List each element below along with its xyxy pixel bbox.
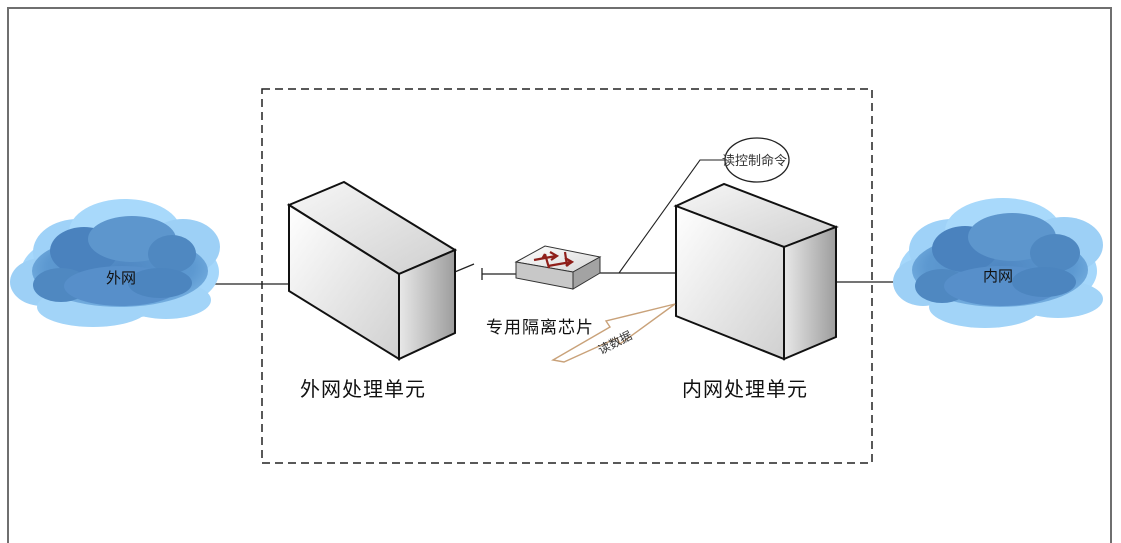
- inner-network-label: 内网: [983, 267, 1014, 285]
- isolation-chip: [514, 245, 602, 290]
- outer-network-cloud: [10, 199, 220, 327]
- control-command-line: [618, 159, 727, 274]
- outer-processing-unit-label: 外网处理单元: [300, 377, 426, 401]
- isolation-boundary: [261, 88, 873, 464]
- isolation-chip-label: 专用隔离芯片: [486, 318, 594, 338]
- outer-processing-unit: [286, 180, 458, 361]
- outer-network-label: 外网: [106, 269, 137, 287]
- control-command-bubble: [724, 137, 790, 183]
- control-command-label: 读控制命令: [722, 154, 788, 169]
- inner-processing-unit: [673, 182, 839, 361]
- switch-arrows-icon: [533, 251, 575, 269]
- inner-network-cloud: [893, 198, 1103, 328]
- inner-processing-unit-label: 内网处理单元: [682, 377, 808, 401]
- page-border: [7, 7, 1112, 543]
- read-data-arrow: [551, 303, 676, 363]
